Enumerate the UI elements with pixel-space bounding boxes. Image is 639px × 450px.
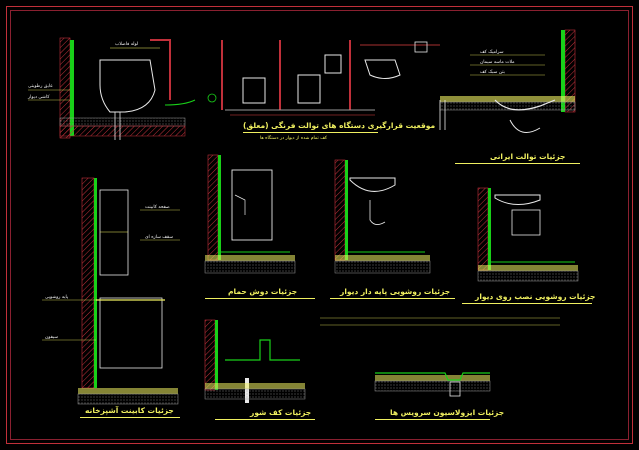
upper-cabinet — [99, 189, 129, 276]
connector-line — [164, 99, 196, 106]
waterproof-layer — [70, 40, 74, 136]
caption-sink-wall: جزئیات روشویی نصب روی دیوار — [475, 292, 596, 301]
flush-pipe — [150, 39, 171, 100]
urinal-side — [364, 59, 401, 79]
detail-callout — [207, 93, 217, 103]
wash-basin — [349, 177, 396, 192]
outer-border — [6, 6, 633, 444]
trap — [509, 119, 541, 133]
caption-toilet-install-sub: کف تمام شده از دیوار در دستگاه ها — [260, 136, 328, 141]
note-tile: کاشی دیوار — [28, 95, 50, 100]
caption-iranian-wc: جزئیات توالت ایرانی — [490, 152, 566, 161]
drain-waterproof — [225, 339, 300, 361]
inner-border — [10, 10, 629, 440]
panel-toilet-section — [28, 37, 217, 140]
tank-front — [324, 54, 342, 74]
panel-sink-1 — [334, 159, 431, 274]
toilet-bowl-shape — [99, 59, 156, 113]
note-waterproof: عایق رطوبتی — [28, 84, 53, 89]
panel-bath — [204, 154, 296, 274]
note-trap: سیفون — [45, 335, 59, 340]
note-screed: بتن سبک کف — [480, 70, 505, 75]
shower-fixture — [231, 169, 273, 241]
squat-pan — [494, 99, 556, 111]
note-ceramic: سرامیک کف — [480, 50, 504, 55]
toilet-front-1 — [242, 77, 266, 104]
drain-pipe — [114, 112, 121, 140]
toilet-front-2 — [297, 74, 321, 104]
panel-floor-drain — [204, 319, 306, 403]
note-cabinet: صفحه کابینت — [145, 205, 170, 210]
slab — [59, 125, 186, 137]
note-mortar: ملات ماسه سیمان — [480, 60, 515, 65]
panel-iranian-wc — [439, 29, 576, 133]
caption-sink-standing: جزئیات روشویی پایه دار دیوار — [340, 287, 451, 296]
panel-cabinet — [42, 177, 180, 405]
caption-bathtub: جزئیات دوش حمام — [228, 287, 298, 296]
panel-sink-2 — [477, 187, 579, 282]
caption-toilet-install: موقعیت قرارگیری دستگاه های توالت فرنگی (… — [243, 121, 436, 130]
note-bracket: پایه روشویی — [45, 295, 69, 300]
caption-floor-drain: جزئیات کف شور — [250, 408, 312, 417]
base-cabinet — [99, 297, 163, 369]
caption-cabinet: جزئیات کابینت آشپزخانه — [85, 406, 174, 415]
wall-basin — [494, 194, 541, 205]
floor-screed — [59, 117, 186, 127]
drain-body — [449, 381, 461, 397]
caption-isolation: جزئیات ایزولاسیون سرویس ها — [390, 408, 505, 417]
note-pipe: لوله فاضلاب — [115, 42, 139, 47]
panel-toilet-elevations — [221, 40, 440, 116]
panel-isolation — [320, 317, 560, 397]
note-slab: سقف سازه ای — [145, 235, 174, 240]
